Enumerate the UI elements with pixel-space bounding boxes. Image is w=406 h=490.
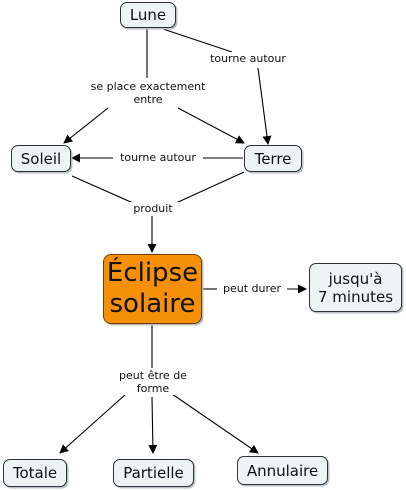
node-soleil: Soleil (11, 145, 71, 172)
edge-seplace-soleil (63, 107, 109, 144)
label-se-place-exactement-entre: se place exactement entre (83, 80, 213, 107)
edge-soleil-produit (71, 175, 134, 204)
edge-lune-terre (156, 26, 233, 53)
edge-lune-terre-arrow (257, 67, 272, 145)
node-lune: Lune (120, 2, 176, 28)
label-terre-tourne-autour: tourne autour (113, 151, 203, 165)
node-terre: Terre (244, 145, 302, 172)
edge-terre-produit (175, 171, 245, 204)
label-peut-durer: peut durer (217, 282, 287, 296)
edge-peutetre-annulaire (171, 393, 259, 454)
edge-peutetre-totale (59, 393, 127, 454)
node-eclipse-solaire: Éclipse solaire (103, 254, 202, 324)
edge-seplace-terre (177, 107, 245, 144)
node-totale: Totale (3, 459, 67, 487)
label-lune-tourne-autour: tourne autour (203, 52, 293, 66)
node-jusqua-7-minutes: jusqu'à 7 minutes (309, 263, 402, 312)
edge-peutetre-partielle (148, 396, 158, 454)
node-partielle: Partielle (113, 459, 194, 487)
label-peut-etre-de-forme: peut être de forme (107, 369, 199, 396)
label-produit: produit (126, 202, 180, 216)
node-annulaire: Annulaire (237, 456, 328, 485)
